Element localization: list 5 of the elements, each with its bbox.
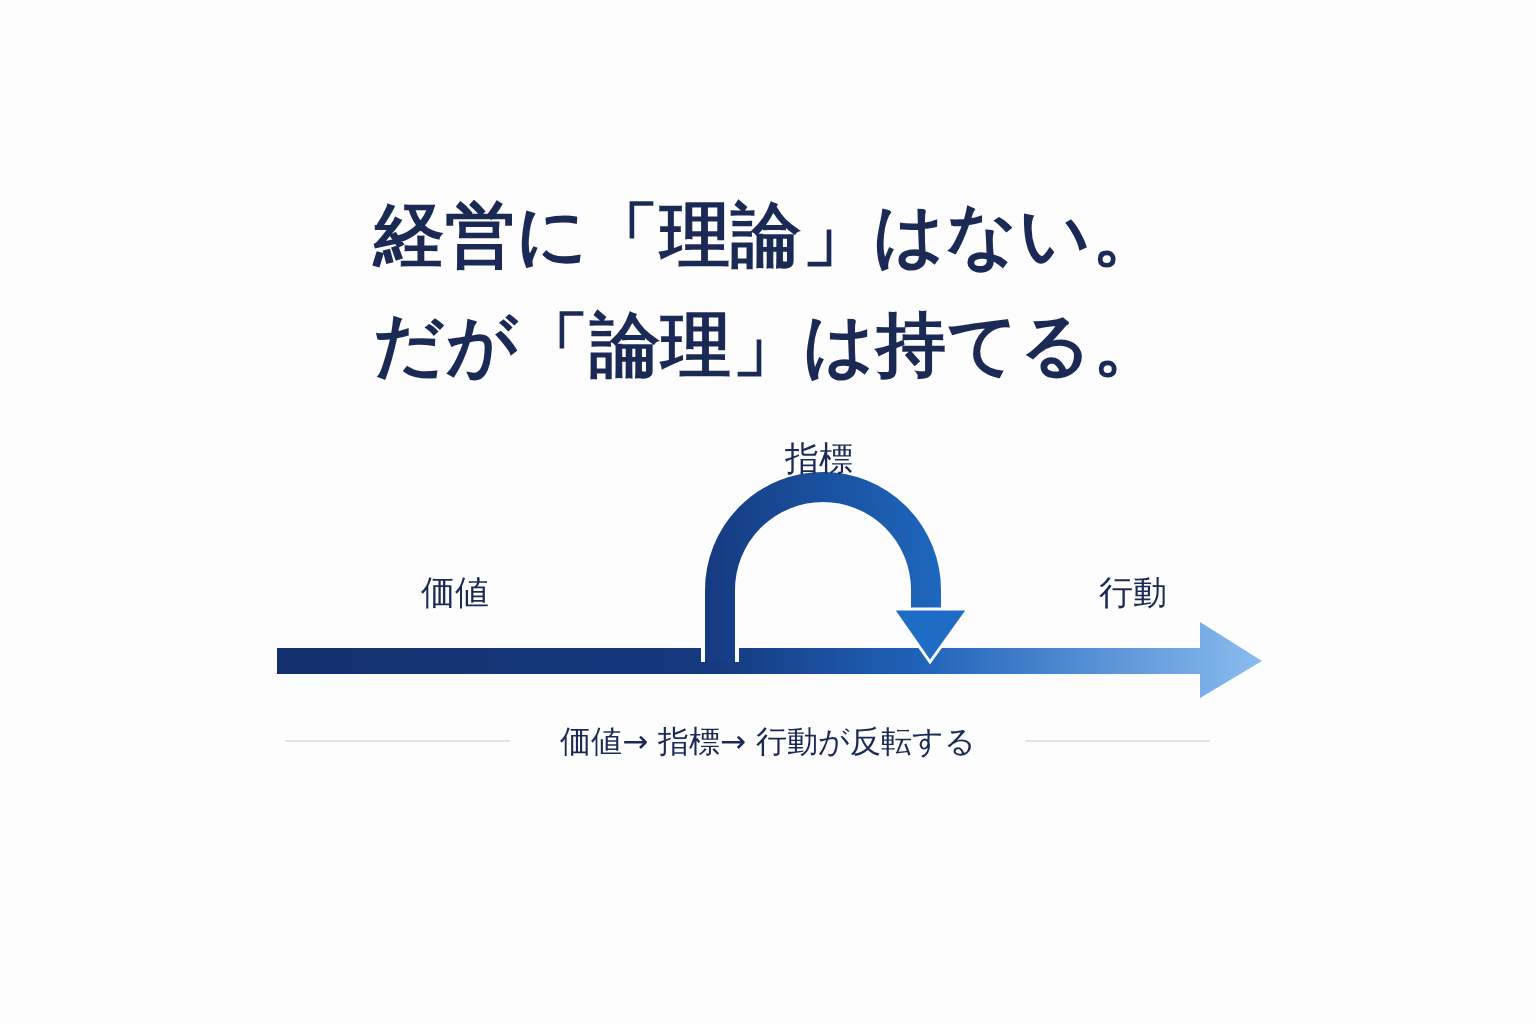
- arrow-label: 行動: [1098, 571, 1168, 614]
- title: 経営に「理論」はない。だが「論理」は持てる。: [371, 193, 1165, 388]
- caption: 価値→ 指標→ 行動が反転する: [559, 722, 977, 761]
- arrow-label: 指標: [784, 437, 854, 480]
- arrow-label: 価値: [420, 571, 490, 614]
